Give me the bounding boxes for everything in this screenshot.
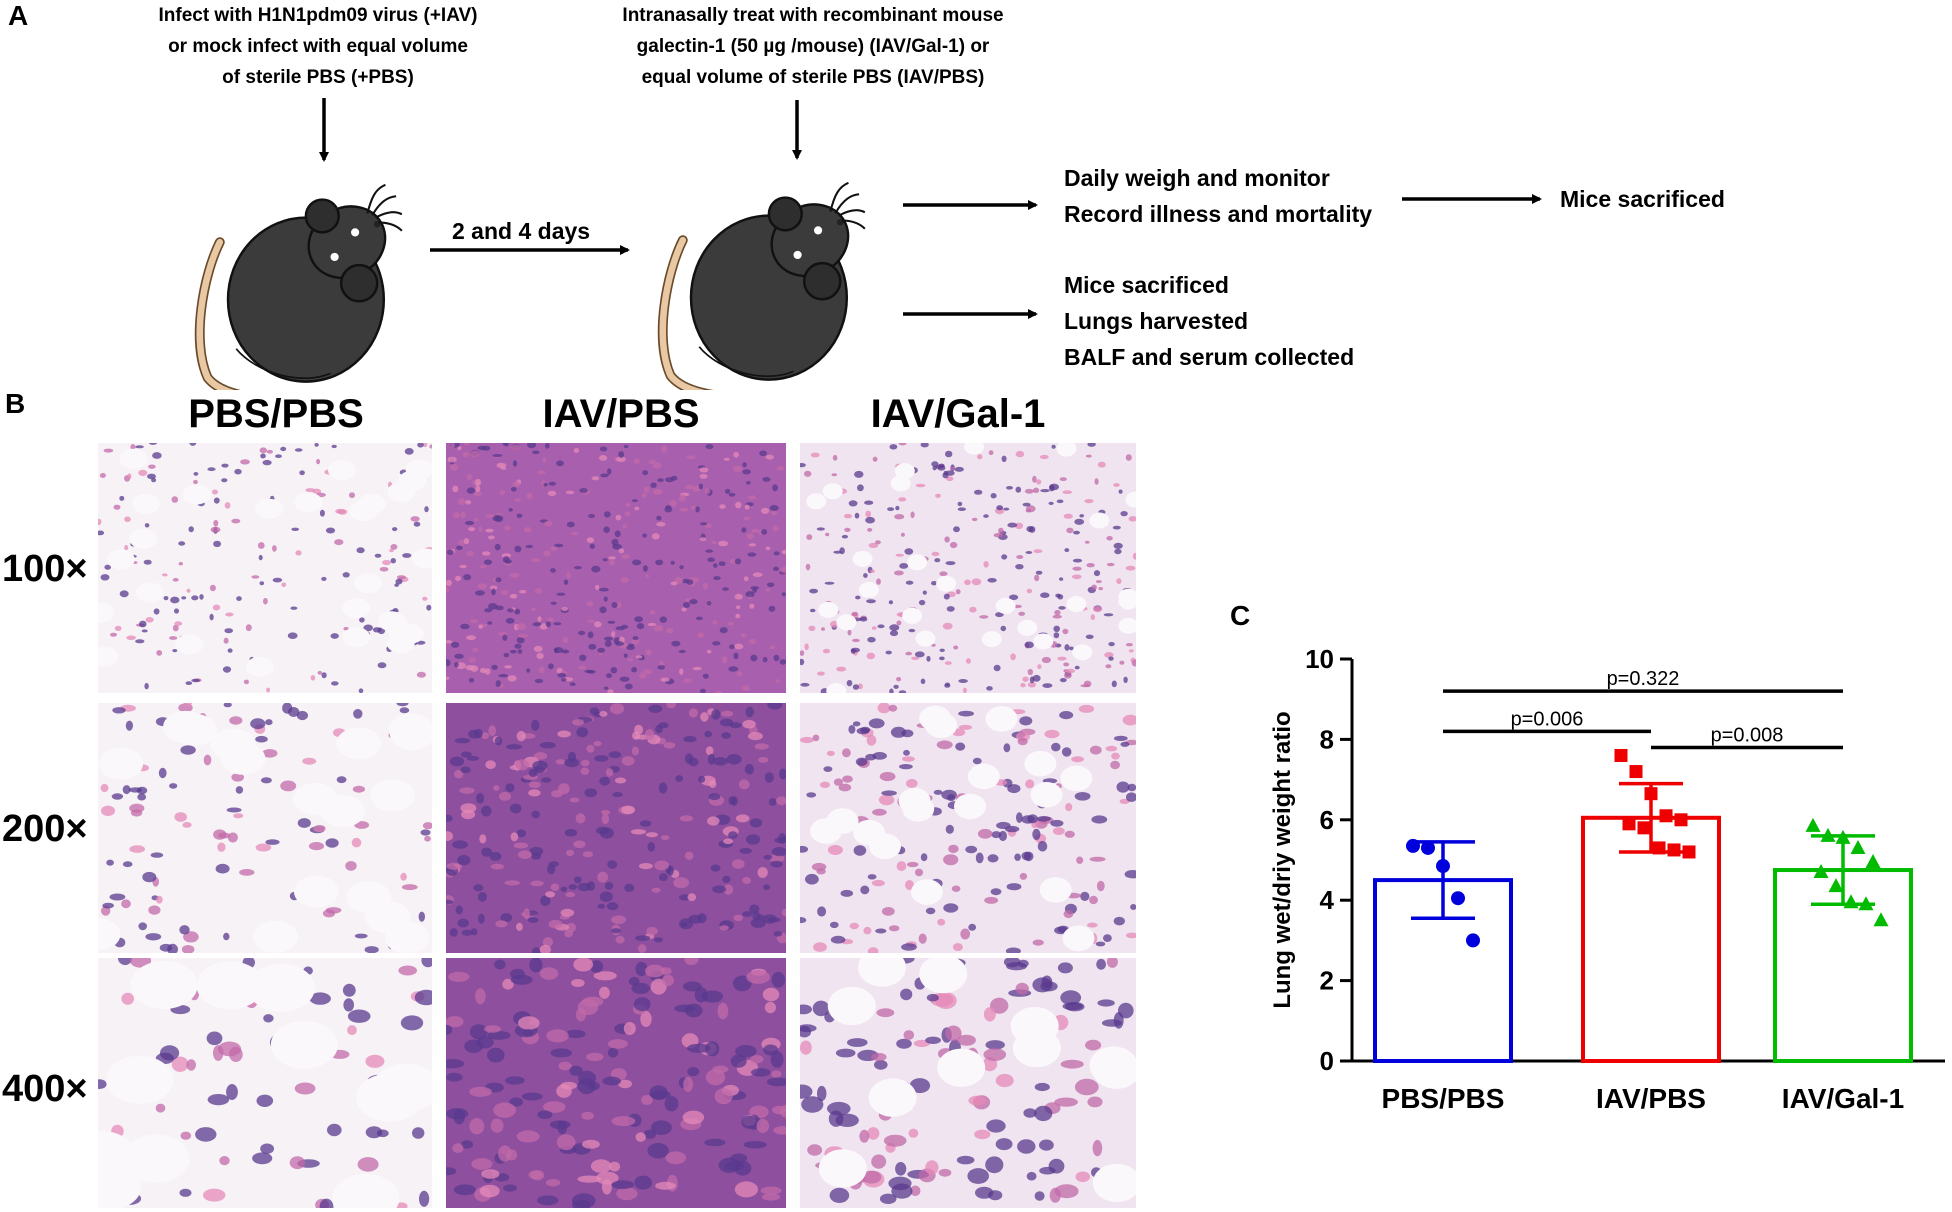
data-point bbox=[1805, 817, 1821, 832]
micrograph-pbs-pbs-100x bbox=[98, 443, 432, 693]
y-tick-label: 10 bbox=[1305, 644, 1334, 674]
category-label: IAV/PBS bbox=[1596, 1083, 1706, 1110]
data-point bbox=[1865, 854, 1881, 869]
outcome-harvest: Mice sacrificed Lungs harvested BALF and… bbox=[1064, 267, 1354, 375]
data-point bbox=[1820, 827, 1836, 842]
data-point bbox=[1674, 813, 1688, 827]
micrograph-iav-gal-1-100x bbox=[800, 443, 1136, 693]
outcome-harvest-line3: BALF and serum collected bbox=[1064, 344, 1355, 370]
data-point bbox=[1629, 765, 1643, 779]
data-point bbox=[1622, 817, 1636, 831]
data-point bbox=[1813, 864, 1829, 879]
panel-a-letter: A bbox=[8, 0, 29, 31]
data-point bbox=[1644, 787, 1658, 801]
data-point bbox=[1436, 859, 1450, 874]
row-label-100x: 100× bbox=[2, 548, 88, 590]
data-point bbox=[1843, 894, 1859, 909]
data-point bbox=[1858, 896, 1874, 911]
data-point bbox=[1835, 829, 1851, 844]
micrograph-pbs-pbs-200x bbox=[98, 703, 432, 953]
micrograph-iav-pbs-400x bbox=[446, 958, 786, 1208]
data-point bbox=[1850, 839, 1866, 854]
category-label: IAV/Gal-1 bbox=[1782, 1083, 1904, 1110]
y-tick-label: 8 bbox=[1320, 724, 1334, 754]
data-point bbox=[1667, 843, 1681, 857]
column-header-pbs-pbs: PBS/PBS bbox=[188, 392, 364, 436]
row-label-400x: 400× bbox=[2, 1068, 88, 1110]
micrograph-iav-gal-1-200x bbox=[800, 703, 1136, 953]
outcome-monitor: Daily weigh and monitor Record illness a… bbox=[1064, 160, 1372, 232]
p-value-label: p=0.008 bbox=[1711, 724, 1784, 746]
step1-line1: Infect with H1N1pdm09 virus (+IAV) bbox=[158, 5, 478, 26]
outcome-final: Mice sacrificed bbox=[1560, 186, 1725, 212]
data-point bbox=[1421, 840, 1435, 855]
mouse-illustration bbox=[200, 185, 402, 390]
y-tick-label: 2 bbox=[1320, 966, 1334, 996]
data-point bbox=[1873, 912, 1889, 927]
interval-label: 2 and 4 days bbox=[452, 218, 591, 244]
step2-line2: galectin-1 (50 µg /mouse) (IAV/Gal-1) or bbox=[636, 36, 990, 57]
micrograph-iav-pbs-100x bbox=[446, 443, 786, 693]
step1-line3: of sterile PBS (+PBS) bbox=[222, 67, 414, 88]
step2-text: Intranasally treat with recombinant mous… bbox=[588, 0, 1038, 93]
y-axis-label: Lung wet/driy weight ratio bbox=[1269, 711, 1296, 1008]
micrograph-iav-gal-1-400x bbox=[800, 958, 1136, 1208]
p-value-label: p=0.006 bbox=[1511, 708, 1584, 730]
mouse-illustration bbox=[663, 183, 865, 390]
step2-line1: Intranasally treat with recombinant mous… bbox=[622, 5, 1004, 26]
y-tick-label: 0 bbox=[1320, 1046, 1334, 1076]
outcome-harvest-line1: Mice sacrificed bbox=[1064, 272, 1229, 298]
outcome-monitor-line2: Record illness and mortality bbox=[1064, 201, 1373, 227]
category-label: PBS/PBS bbox=[1382, 1083, 1505, 1110]
outcome-harvest-line2: Lungs harvested bbox=[1064, 308, 1249, 334]
micrograph-pbs-pbs-400x bbox=[98, 958, 432, 1208]
outcome-monitor-line1: Daily weigh and monitor bbox=[1064, 165, 1330, 191]
data-point bbox=[1614, 748, 1628, 762]
data-point bbox=[1451, 891, 1465, 906]
y-tick-label: 6 bbox=[1320, 805, 1334, 835]
step1-line2: or mock infect with equal volume bbox=[168, 36, 468, 57]
step2-line3: equal volume of sterile PBS (IAV/PBS) bbox=[641, 67, 985, 88]
column-header-iav-pbs: IAV/PBS bbox=[542, 392, 700, 436]
bar-1 bbox=[1581, 815, 1721, 1063]
panel-c-letter: C bbox=[1230, 600, 1251, 631]
data-point bbox=[1637, 821, 1651, 835]
step1-text: Infect with H1N1pdm09 virus (+IAV) or mo… bbox=[118, 0, 518, 93]
data-point bbox=[1652, 841, 1666, 855]
data-point bbox=[1406, 838, 1420, 853]
column-header-iav-gal1: IAV/Gal-1 bbox=[870, 392, 1046, 436]
panel-b-letter: B bbox=[5, 388, 26, 419]
data-point bbox=[1659, 809, 1673, 823]
row-label-200x: 200× bbox=[2, 808, 88, 850]
data-point bbox=[1466, 933, 1480, 948]
protocol-diagram bbox=[0, 98, 1542, 390]
p-value-label: p=0.322 bbox=[1607, 668, 1680, 690]
data-point bbox=[1828, 878, 1844, 893]
y-tick-label: 4 bbox=[1320, 885, 1335, 915]
data-point bbox=[1682, 845, 1696, 859]
micrograph-iav-pbs-200x bbox=[446, 703, 786, 953]
